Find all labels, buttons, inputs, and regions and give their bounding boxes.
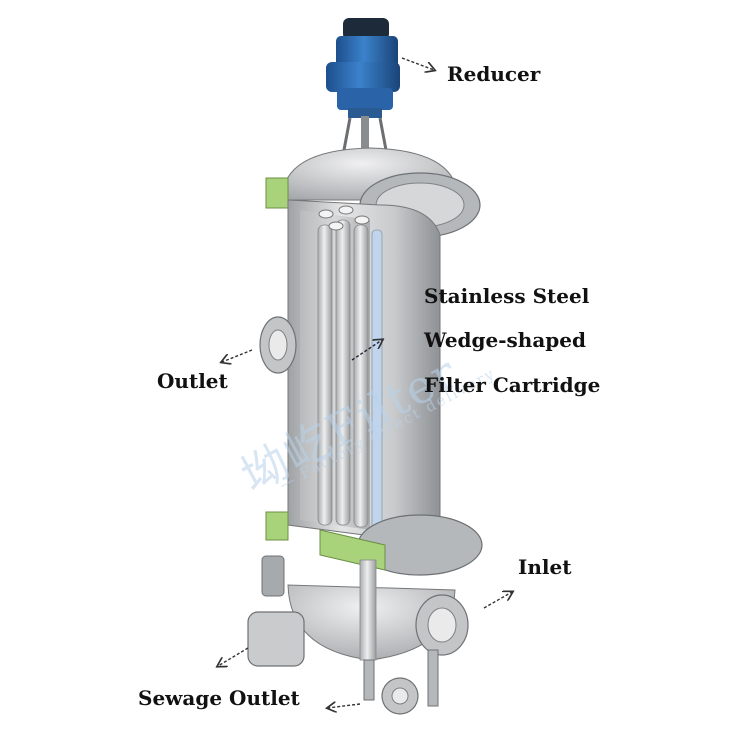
cartridge-arrow <box>351 340 382 361</box>
cartridge-label-line1: Stainless Steel <box>424 284 590 308</box>
sewage-outlet-label: Sewage Outlet <box>138 686 300 710</box>
outlet-arrow <box>222 349 253 362</box>
vessel-bottom-icon <box>247 511 483 715</box>
arrow-icon <box>218 57 512 708</box>
sewage-arrow-left <box>218 647 249 666</box>
sewage-arrow-bottom <box>328 704 361 708</box>
cartridge-label-line2: Wedge-shaped <box>424 328 587 352</box>
reducer-motor-icon <box>326 18 400 152</box>
reducer-label: Reducer <box>447 62 541 86</box>
outlet-label: Outlet <box>157 369 228 393</box>
inlet-arrow <box>483 592 512 609</box>
inlet-label: Inlet <box>518 555 572 579</box>
cartridge-label-line3: Filter Cartridge <box>424 373 601 397</box>
filter-vessel-icon <box>259 199 441 546</box>
reducer-arrow <box>401 57 434 70</box>
